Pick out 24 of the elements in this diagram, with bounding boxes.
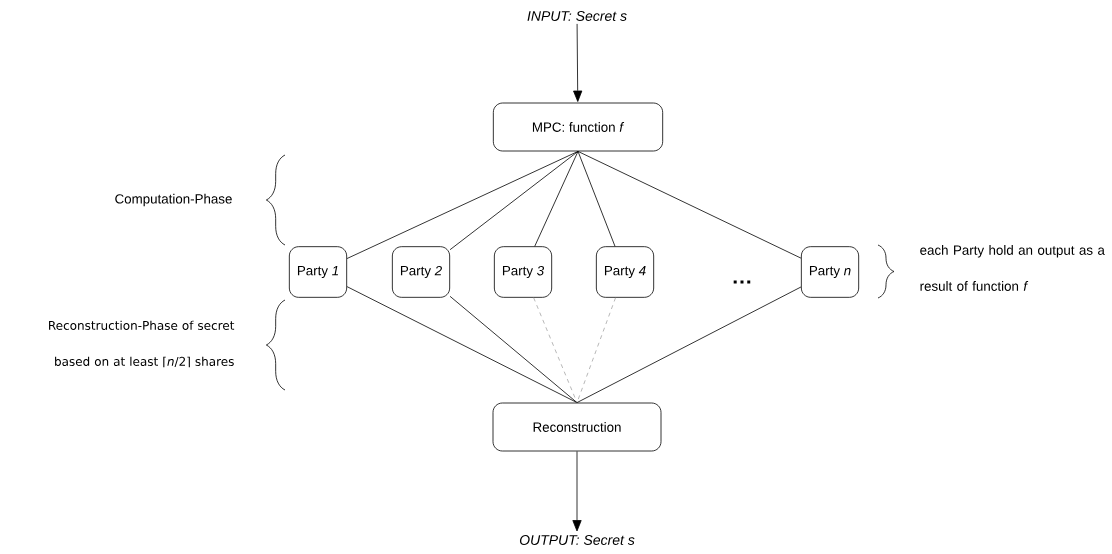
connector-line [346, 286, 578, 403]
arrow [572, 451, 582, 532]
connector-line [534, 151, 579, 247]
ellipsis: … [733, 280, 751, 284]
connector-line [449, 151, 579, 251]
process-box: MPC: function f [492, 102, 664, 152]
phase-note: each Party hold an output as a result of function f [920, 245, 1105, 291]
process-box: Party 4 [595, 246, 655, 298]
process-box: Party n [800, 246, 860, 298]
phase-note: Computation-Phase [115, 193, 232, 207]
arrow [573, 23, 583, 102]
connector-line [449, 295, 578, 403]
connector-line [577, 151, 802, 259]
connector-line [576, 286, 802, 403]
process-box: Party 1 [288, 246, 348, 298]
io-label: OUTPUT: Secret s [519, 535, 635, 545]
process-box: Reconstruction [492, 402, 662, 452]
connector-line [346, 151, 579, 259]
process-box: Party 2 [391, 246, 451, 298]
io-label: INPUT: Secret s [527, 11, 627, 21]
process-box: Party 3 [493, 246, 553, 298]
phase-note: Reconstruction-Phase of secret based on at least ⌈n/2⌉ shares [49, 320, 235, 368]
connector-line [577, 151, 616, 247]
connector-line [533, 297, 578, 403]
